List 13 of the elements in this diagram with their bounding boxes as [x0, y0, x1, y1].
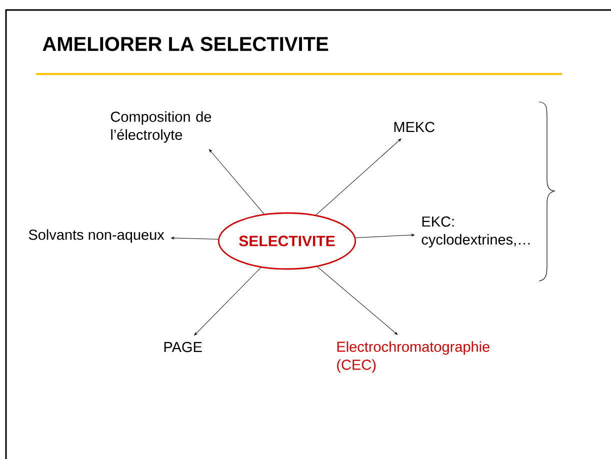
- topic-label: Composition de l’électrolyte: [110, 111, 212, 143]
- arrow: [317, 266, 398, 335]
- arrow: [194, 267, 262, 336]
- arrow: [171, 236, 218, 240]
- arrow: [355, 234, 415, 238]
- arrow: [316, 138, 402, 216]
- topic-label: Solvants non-aqueux: [28, 229, 164, 243]
- slide-title: AMELIORER LA SELECTIVITE: [42, 36, 328, 52]
- topic-label: Electrochromatographie (CEC): [337, 341, 490, 373]
- topic-label: EKC: cyclodextrines,…: [422, 216, 530, 248]
- topic-label: PAGE: [164, 342, 202, 352]
- arrow: [209, 149, 264, 214]
- topic-label: MEKC: [394, 122, 435, 132]
